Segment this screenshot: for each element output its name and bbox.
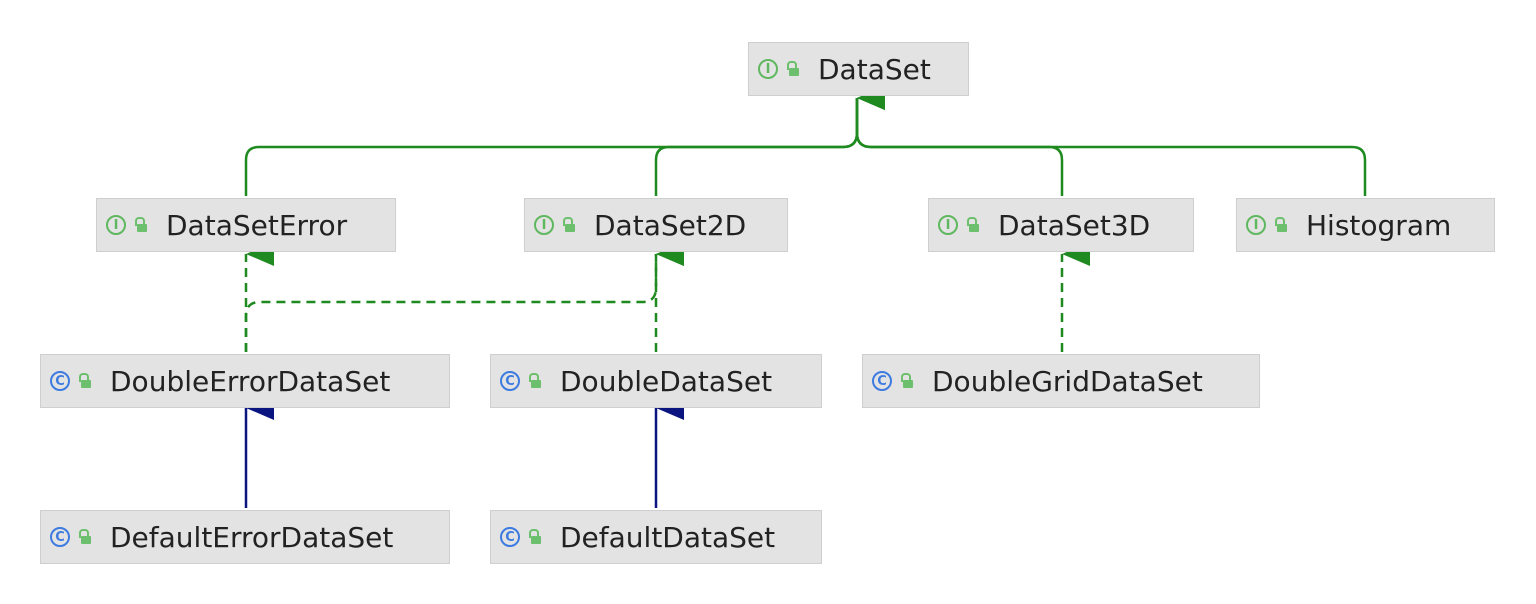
node-label: DataSetError: [166, 208, 348, 242]
interface-icon: I: [758, 59, 778, 79]
interface-icon: I: [534, 215, 554, 235]
class-icon: C: [500, 527, 520, 547]
node-defaultdataset[interactable]: C DefaultDataSet: [490, 510, 822, 564]
public-lock-icon: [786, 61, 800, 77]
node-label: Histogram: [1306, 208, 1452, 242]
public-lock-icon: [562, 217, 576, 233]
interface-icon: I: [1246, 215, 1266, 235]
node-dataseterror[interactable]: I DataSetError: [96, 198, 396, 252]
edge-doubleerrordataset-implements-dataset2d: [244, 242, 684, 352]
public-lock-icon: [528, 373, 542, 389]
interface-icon: I: [106, 215, 126, 235]
node-histogram[interactable]: I Histogram: [1236, 198, 1495, 252]
node-dataset2d[interactable]: I DataSet2D: [524, 198, 788, 252]
class-icon: C: [872, 371, 892, 391]
public-lock-icon: [1274, 217, 1288, 233]
node-dataset[interactable]: I DataSet: [748, 42, 969, 96]
node-label: DataSet: [818, 52, 931, 86]
public-lock-icon: [900, 373, 914, 389]
node-label: DataSet2D: [594, 208, 747, 242]
public-lock-icon: [78, 373, 92, 389]
interface-icon: I: [938, 215, 958, 235]
node-label: DoubleErrorDataSet: [110, 364, 391, 398]
node-doubledataset[interactable]: C DoubleDataSet: [490, 354, 822, 408]
node-label: DataSet3D: [998, 208, 1151, 242]
edge-dataset2d-extends-dataset: [654, 86, 885, 196]
node-defaulterrordataset[interactable]: C DefaultErrorDataSet: [40, 510, 450, 564]
edge-histogram-extends-dataset: [855, 86, 1367, 196]
node-label: DoubleGridDataSet: [932, 364, 1203, 398]
node-label: DefaultErrorDataSet: [110, 520, 394, 554]
node-label: DoubleDataSet: [560, 364, 773, 398]
public-lock-icon: [528, 529, 542, 545]
node-label: DefaultDataSet: [560, 520, 776, 554]
public-lock-icon: [78, 529, 92, 545]
node-dataset3d[interactable]: I DataSet3D: [928, 198, 1194, 252]
node-doubleerrordataset[interactable]: C DoubleErrorDataSet: [40, 354, 450, 408]
public-lock-icon: [134, 217, 148, 233]
class-icon: C: [50, 371, 70, 391]
class-icon: C: [500, 371, 520, 391]
node-doublegriddataset[interactable]: C DoubleGridDataSet: [862, 354, 1260, 408]
public-lock-icon: [966, 217, 980, 233]
class-icon: C: [50, 527, 70, 547]
